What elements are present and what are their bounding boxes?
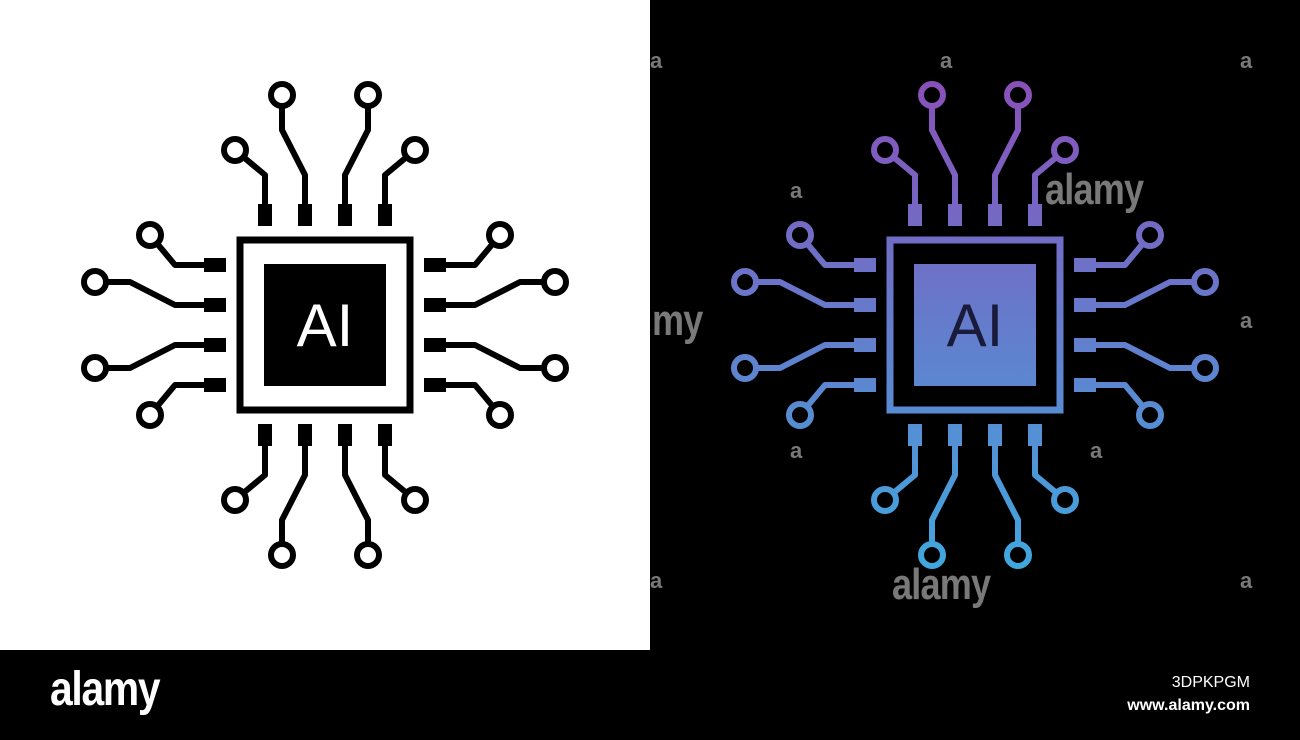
circuit-trace <box>786 221 876 272</box>
circuit-trace <box>731 268 876 312</box>
circuit-trace <box>424 268 569 312</box>
outline-icon-panel: AI <box>0 0 650 650</box>
chip-outer-frame <box>886 236 1064 414</box>
circuit-trace <box>338 81 382 226</box>
circuit-trace <box>424 221 514 272</box>
circuit-trace <box>378 136 429 226</box>
watermark-letter: a <box>940 48 952 73</box>
circuit-trace <box>871 424 922 514</box>
circuit-trace <box>136 378 226 429</box>
circuit-trace <box>1074 378 1164 429</box>
chip-core <box>264 264 386 386</box>
watermark-letter: a <box>650 48 662 73</box>
chip-outer-frame <box>236 236 414 414</box>
watermark-letter: a <box>1240 308 1252 333</box>
chip-label: AI <box>947 292 1004 359</box>
circuit-trace <box>786 378 876 429</box>
circuit-trace <box>988 81 1032 226</box>
circuit-trace <box>1028 136 1079 226</box>
circuit-trace <box>221 424 272 514</box>
footer-bar <box>0 650 1300 740</box>
gradient-icon-panel: AI <box>650 0 1300 650</box>
watermark-letter: a <box>1240 568 1252 593</box>
chip-core <box>914 264 1036 386</box>
watermark-letter: a <box>1240 48 1252 73</box>
ai-chip-outline-icon: AI <box>81 81 569 569</box>
circuit-trace <box>424 338 569 382</box>
ai-chip-gradient-icon: AI <box>731 81 1219 569</box>
circuit-trace <box>378 424 429 514</box>
circuit-trace <box>988 424 1032 569</box>
circuit-trace <box>81 268 226 312</box>
circuit-trace <box>1074 338 1219 382</box>
circuit-trace <box>81 338 226 382</box>
image-id: 3DPKPGM <box>1171 674 1250 691</box>
watermark-letter: a <box>790 178 802 203</box>
chip-label: AI <box>297 292 354 359</box>
circuit-trace <box>338 424 382 569</box>
watermark-brand: alamy <box>892 560 991 609</box>
circuit-trace <box>871 136 922 226</box>
circuit-trace <box>1028 424 1079 514</box>
watermark-brand: alamy <box>1045 165 1144 214</box>
circuit-trace <box>918 424 962 569</box>
circuit-trace <box>918 81 962 226</box>
watermark-letter: a <box>650 568 662 593</box>
footer-url: www.alamy.com <box>1127 697 1250 714</box>
circuit-trace <box>424 378 514 429</box>
circuit-trace <box>731 338 876 382</box>
circuit-trace <box>136 221 226 272</box>
circuit-trace <box>268 81 312 226</box>
watermark-letter: a <box>790 438 802 463</box>
circuit-trace <box>268 424 312 569</box>
watermark-partial: my <box>652 296 703 345</box>
watermark-letter: a <box>1090 438 1102 463</box>
circuit-trace <box>221 136 272 226</box>
circuit-trace <box>1074 268 1219 312</box>
footer-logo: alamy <box>50 663 161 716</box>
circuit-trace <box>1074 221 1164 272</box>
